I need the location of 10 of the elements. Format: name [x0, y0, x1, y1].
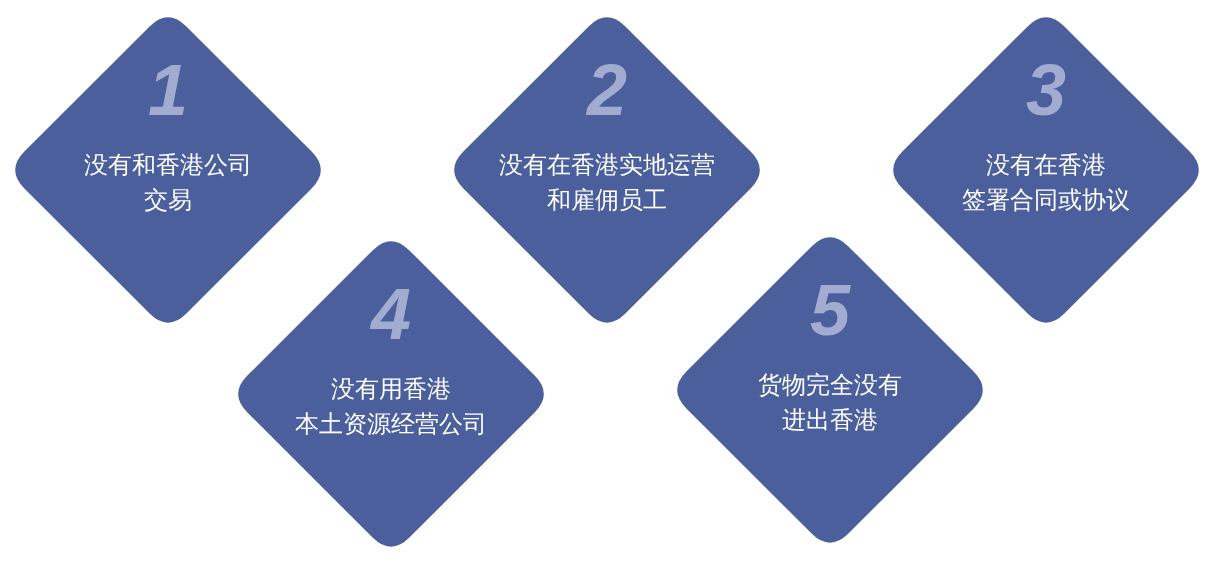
step-text: 没有用香港本土资源经营公司 [294, 374, 488, 440]
step-text: 没有和香港公司交易 [83, 150, 253, 216]
step-number: 4 [371, 274, 411, 354]
step-number: 3 [1026, 50, 1066, 130]
step-number: 1 [148, 50, 188, 130]
step-text: 没有在香港实地运营和雇佣员工 [498, 150, 716, 216]
step-number: 5 [810, 270, 850, 350]
step-number: 2 [587, 50, 627, 130]
step-text: 货物完全没有进出香港 [757, 370, 903, 436]
step-text: 没有在香港签署合同或协议 [961, 150, 1131, 216]
